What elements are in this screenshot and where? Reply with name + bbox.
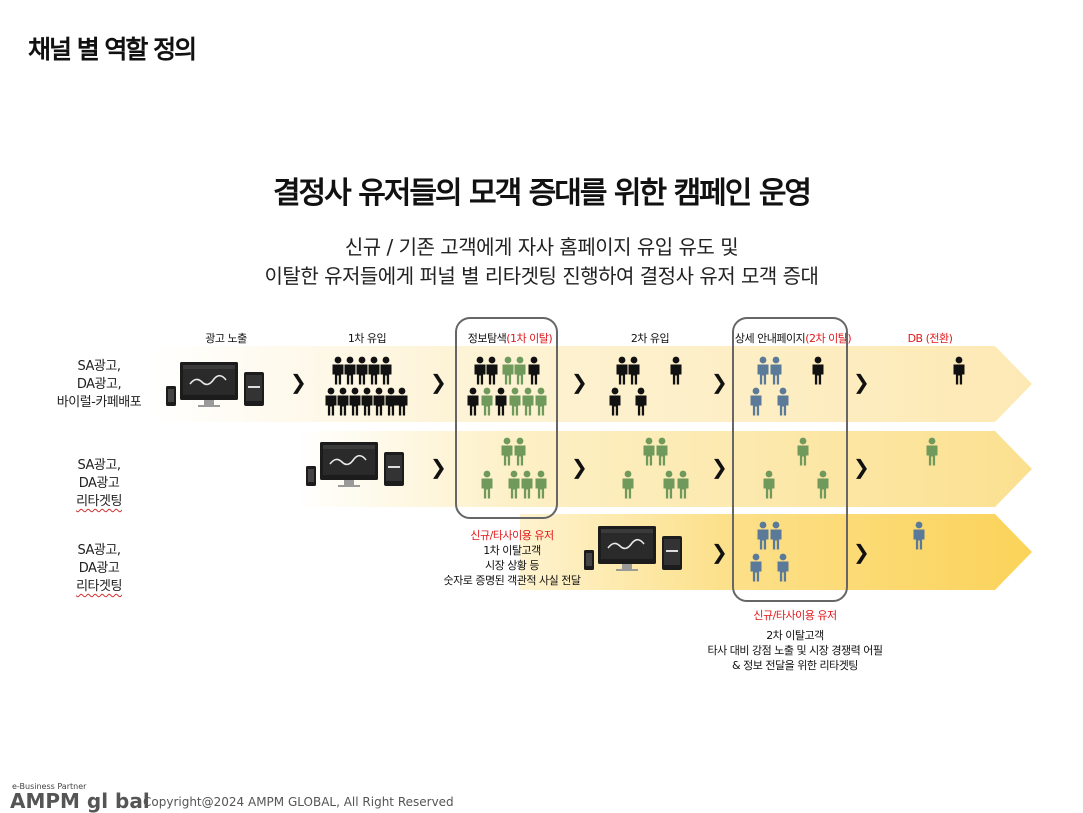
chevron-icon: ❯ — [571, 370, 588, 394]
highlight-box-second-exit — [732, 317, 848, 602]
stage-label-first-inflow: 1차 유입 — [347, 332, 387, 345]
band-row-1 — [150, 346, 1032, 422]
chevron-icon: ❯ — [711, 540, 728, 564]
subheading-line-1: 신규 / 기존 고객에게 자사 홈페이지 유입 유도 및 — [344, 235, 739, 259]
footer-copyright: Copyright@2024 AMPM GLOBAL, All Right Re… — [143, 795, 454, 809]
note-first-exit: 신규/타사이용 유저 1차 이탈고객 시장 상황 등 숫자로 증명된 객관적 사… — [443, 529, 581, 587]
chevron-icon: ❯ — [853, 540, 870, 564]
stage-label-ad-exposure: 광고 노출 — [205, 332, 247, 345]
chevron-icon: ❯ — [711, 370, 728, 394]
row-label-3: SA광고, DA광고 리타겟팅 — [76, 543, 122, 594]
highlight-box-first-exit — [455, 317, 558, 519]
stage-label-second-inflow: 2차 유입 — [630, 332, 670, 345]
chevron-icon: ❯ — [430, 455, 447, 479]
row-label-2: SA광고, DA광고 리타겟팅 — [76, 458, 122, 509]
chevron-icon: ❯ — [853, 455, 870, 479]
stage-label-info-search: 정보탐색(1차 이탈) — [467, 332, 553, 345]
chevron-icon: ❯ — [430, 370, 447, 394]
footer-partner-text: e-Business Partner — [12, 782, 87, 791]
row-label-1: SA광고, DA광고, 바이럴-카페배포 — [56, 359, 142, 410]
chevron-icon: ❯ — [853, 370, 870, 394]
stage-label-db-conversion: DB (전환) — [907, 332, 953, 345]
stage-label-detail-page: 상세 안내페이지(2차 이탈) — [734, 332, 852, 345]
company-logo: AMPM gl bal — [10, 789, 150, 813]
chevron-icon: ❯ — [711, 455, 728, 479]
main-heading: 결정사 유저들의 모객 증대를 위한 캠페인 운영 — [272, 176, 812, 211]
subheading-line-2: 이탈한 유저들에게 퍼널 별 리타겟팅 진행하여 결정사 유저 모객 증대 — [264, 264, 819, 288]
page-title: 채널 별 역할 정의 — [28, 35, 197, 64]
chevron-icon: ❯ — [571, 455, 588, 479]
note-second-exit: 신규/타사이용 유저 2차 이탈고객 타사 대비 강점 노출 및 시장 경쟁력 … — [707, 609, 883, 672]
chevron-icon: ❯ — [290, 370, 307, 394]
